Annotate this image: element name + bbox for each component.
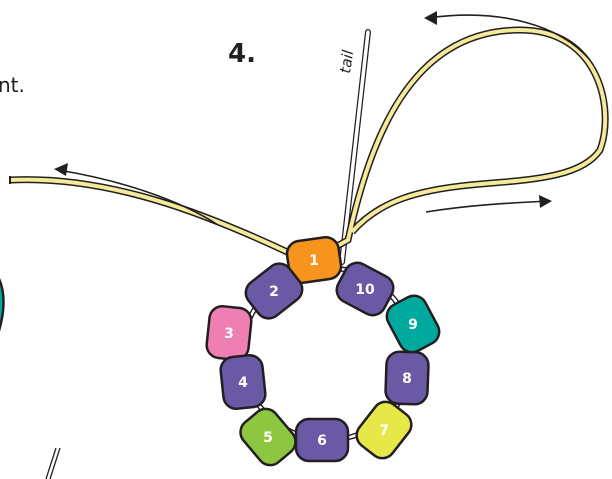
bead-body xyxy=(294,417,350,463)
bead-number-label: 1 xyxy=(309,253,319,269)
arrow-head-left xyxy=(54,163,68,176)
partial-thread-bottom xyxy=(45,447,61,479)
bead-7: 7 xyxy=(355,400,413,460)
bead-body xyxy=(244,262,304,320)
bead-number-label: 2 xyxy=(269,284,279,300)
bead-6: 6 xyxy=(294,417,350,463)
arrow-head-top xyxy=(424,11,437,25)
bead-body xyxy=(219,353,267,411)
bead-9: 9 xyxy=(385,294,441,354)
bead-number-label: 7 xyxy=(379,423,389,439)
bead-number-label: 5 xyxy=(263,430,273,446)
arrow-lower-loop xyxy=(425,200,549,213)
arrow-head-lower xyxy=(539,195,552,208)
bead-ring: 1 2 3 4 5 6 7 8 9 10 xyxy=(205,236,441,467)
bead-body xyxy=(385,294,441,354)
bead-1: 1 xyxy=(285,236,343,284)
bead-body xyxy=(239,407,297,467)
direction-arrows xyxy=(54,11,591,226)
bead-body xyxy=(285,236,343,284)
bead-number-label: 8 xyxy=(402,371,412,387)
bead-number-label: 6 xyxy=(317,433,327,449)
bead-number-label: 3 xyxy=(224,326,234,342)
bead-10: 10 xyxy=(335,261,395,317)
bead-number-label: 4 xyxy=(238,375,248,391)
bead-number-label: 10 xyxy=(355,282,375,298)
tail-label: tail xyxy=(336,48,357,75)
partial-instruction-text: nt. xyxy=(0,73,25,97)
bead-body xyxy=(355,400,413,460)
bead-8: 8 xyxy=(384,350,430,406)
step-label: 4. xyxy=(228,39,256,69)
bead-5: 5 xyxy=(239,407,297,467)
bead-2: 2 xyxy=(244,262,304,320)
working-thread xyxy=(9,26,609,262)
bead-4: 4 xyxy=(219,353,267,411)
arrow-left-thread xyxy=(57,169,219,226)
partial-bead-left xyxy=(0,278,5,332)
arrow-top-loop xyxy=(427,14,591,61)
bead-3: 3 xyxy=(205,304,253,362)
tail-thread xyxy=(339,29,371,265)
bead-body xyxy=(335,261,395,317)
bead-number-label: 9 xyxy=(408,317,418,333)
